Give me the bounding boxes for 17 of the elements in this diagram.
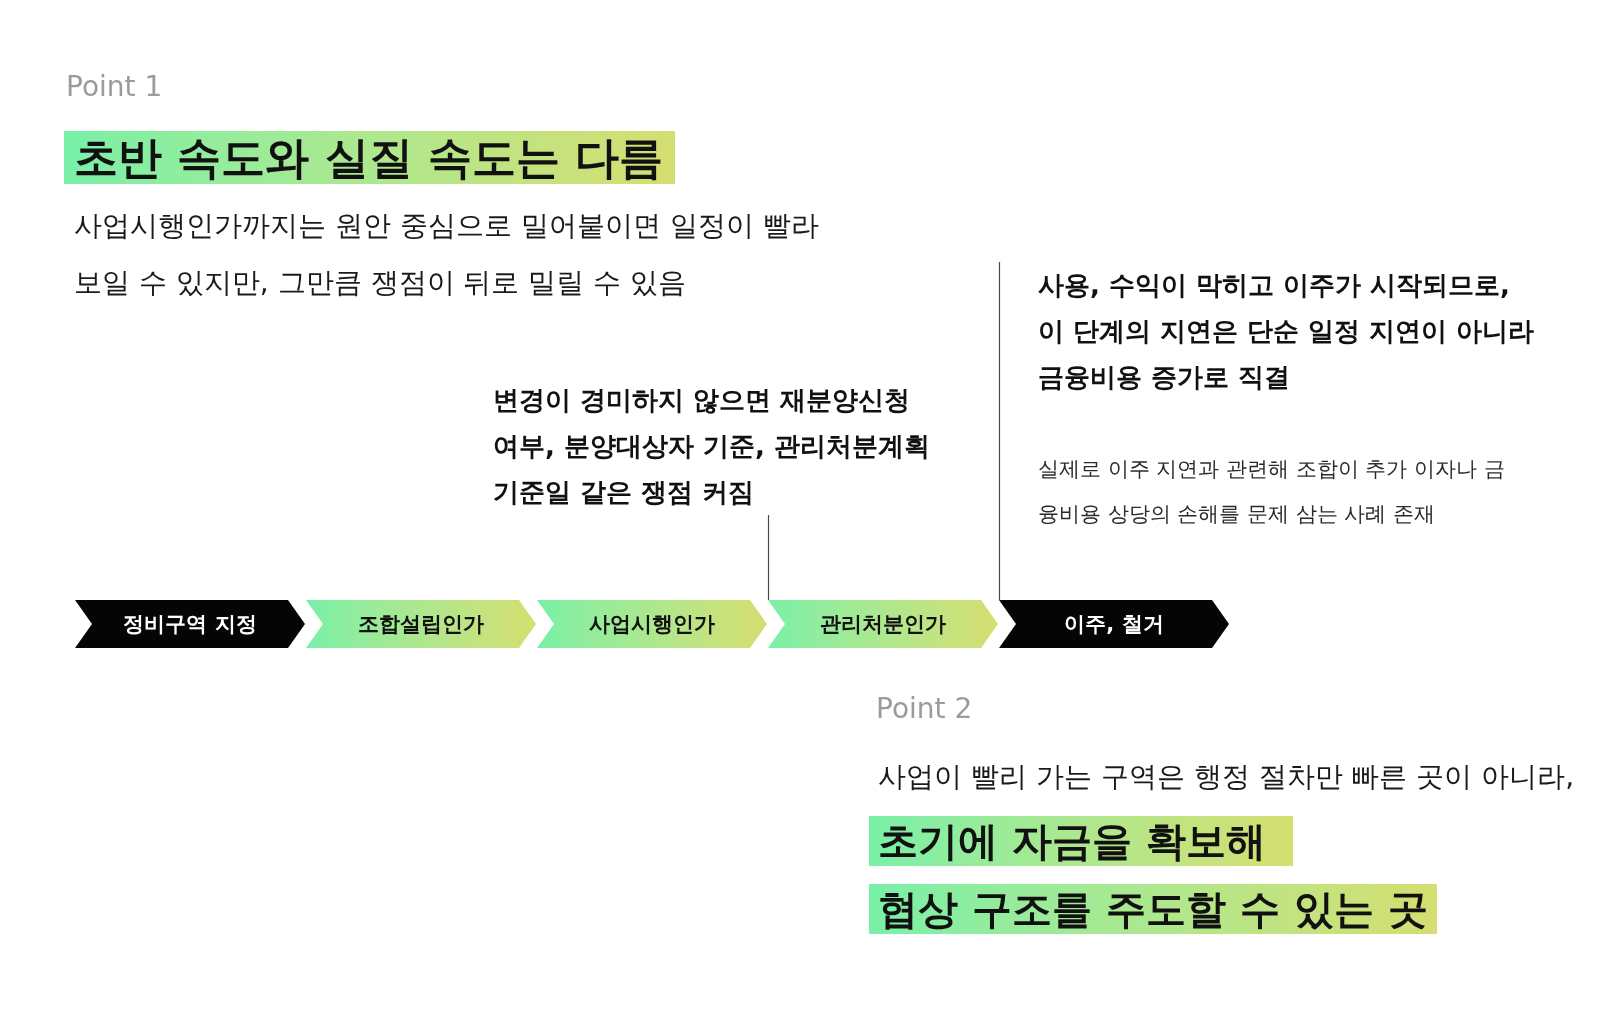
step-label: 이주, 철거 [1064, 611, 1164, 638]
highlighted-text: 초기에 자금을 확보해 [869, 816, 1293, 866]
point-label: Point 1 [66, 69, 163, 105]
highlighted-text: 협상 구조를 주도할 수 있는 곳 [869, 884, 1437, 934]
step-label: 관리처분인가 [820, 611, 946, 638]
leader-line [998, 261, 1001, 601]
highlighted-heading: 초반 속도와 실질 속도는 다름 [64, 131, 676, 184]
step-label: 조합설립인가 [358, 611, 484, 638]
leader-line [767, 514, 770, 601]
step-label: 정비구역 지정 [123, 611, 257, 638]
callout-text: 사용, 수익이 막히고 이주가 시작되므로, 이 단계의 지연은 단순 일정 지연이 아니라 금융비용 증가로 직결 [1038, 269, 1536, 394]
point-label: Point 2 [876, 691, 973, 727]
callout-text: 변경이 경미하지 않으면 재분양신청 여부, 분양대상자 기준, 관리처분계획 기준일 같은 쟁점 커짐 [493, 384, 931, 509]
intro-text: 사업시행인가까지는 원안 중심으로 밀어붙이면 일정이 빨라 보일 수 있지만, 그만큼 쟁점이 뒤로 밀릴 수 있음 [74, 208, 820, 301]
callout-note: 실제로 이주 지연과 관련해 조합이 추가 이자나 금융비용 상당의 손해를 문제 삼는 사례 존재 [1038, 456, 1506, 528]
summary-text: 사업이 빨리 가는 구역은 행정 절차만 빠른 곳이 아니라, [878, 759, 1575, 795]
step-label: 사업시행인가 [589, 611, 715, 638]
